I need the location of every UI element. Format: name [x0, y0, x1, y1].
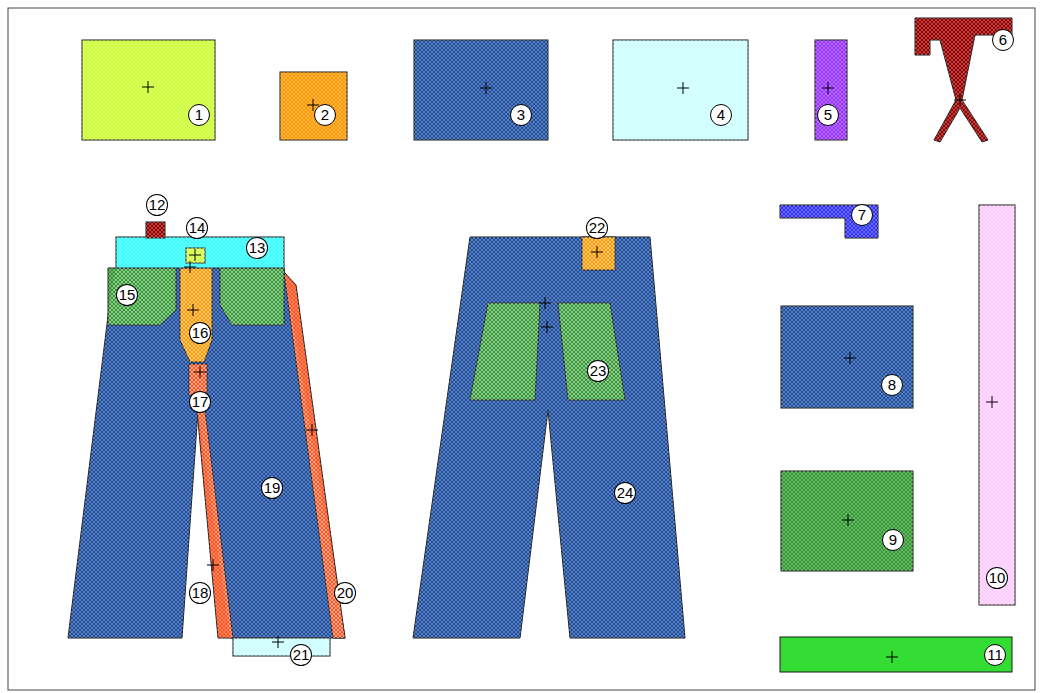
- callout-number: 6: [992, 29, 1014, 51]
- fabric-piece: [979, 205, 1015, 605]
- fabric-texture: [180, 268, 212, 362]
- callout-number: 18: [189, 582, 212, 604]
- fabric-texture: [146, 222, 165, 238]
- fly: [180, 268, 212, 362]
- label-patch: [582, 237, 615, 270]
- fabric-texture: [780, 205, 878, 238]
- fabric-texture: [582, 237, 615, 270]
- fabric-piece: [613, 40, 748, 140]
- center-mark: [194, 366, 206, 378]
- fabric-texture: [186, 248, 205, 263]
- callout-number: 22: [586, 217, 609, 239]
- fabric-texture: [781, 471, 913, 571]
- fabric-texture: [470, 303, 540, 400]
- fabric-texture: [197, 410, 233, 638]
- yoke: [108, 268, 176, 325]
- callout-number: 20: [334, 582, 357, 604]
- waistband: [116, 237, 284, 268]
- center-mark: [541, 321, 553, 333]
- center-mark: [844, 352, 856, 364]
- fabric-piece: [82, 40, 215, 140]
- callout-number: 21: [290, 644, 313, 666]
- fabric-piece: [781, 471, 913, 571]
- center-mark: [822, 82, 834, 94]
- callout-number: 4: [710, 104, 732, 126]
- fabric-texture: [280, 72, 347, 140]
- callout-number: 2: [314, 104, 336, 126]
- center-mark: [539, 297, 551, 309]
- center-mark: [986, 396, 998, 408]
- center-mark: [886, 651, 898, 663]
- fabric-texture: [284, 272, 345, 638]
- fabric-texture: [233, 638, 330, 656]
- center-mark: [142, 81, 154, 93]
- callout-number: 17: [189, 391, 212, 413]
- fabric-piece: [781, 306, 913, 408]
- fabric-texture: [613, 40, 748, 140]
- center-mark: [187, 304, 199, 316]
- fabric-texture: [413, 237, 685, 638]
- button: [146, 222, 165, 238]
- fabric-texture: [979, 205, 1015, 605]
- callout-number: 24: [614, 482, 637, 504]
- callout-number: 5: [817, 104, 839, 126]
- callout-number: 9: [882, 529, 904, 551]
- callout-number: 16: [189, 322, 212, 344]
- fabric-texture: [414, 40, 548, 140]
- callout-number: 23: [587, 360, 610, 382]
- hem-piece: [233, 638, 330, 656]
- center-mark: [272, 636, 284, 648]
- callout-number: 11: [984, 644, 1006, 666]
- center-marks: [142, 81, 998, 663]
- center-mark: [306, 424, 318, 436]
- fabric-texture: [815, 40, 847, 140]
- fabric-texture: [68, 268, 345, 638]
- fabric-texture: [781, 306, 913, 408]
- fabric-piece: [280, 72, 347, 140]
- fabric-texture: [82, 40, 215, 140]
- fabric-piece: [780, 637, 1012, 672]
- center-mark: [677, 82, 689, 94]
- callout-number: 15: [116, 284, 139, 306]
- yoke: [220, 268, 284, 325]
- frame: [8, 8, 1035, 690]
- fabric-texture: [558, 303, 625, 400]
- fabric-texture: [220, 268, 284, 325]
- callout-number: 7: [851, 204, 873, 226]
- callout-number: 14: [186, 217, 209, 239]
- front-trousers: [68, 268, 345, 638]
- callout-number: 8: [881, 374, 903, 396]
- callout-number: 19: [261, 477, 284, 499]
- center-mark: [842, 514, 854, 526]
- fabric-piece: [780, 205, 878, 238]
- center-mark: [954, 94, 966, 106]
- center-mark: [207, 559, 219, 571]
- callout-number: 10: [986, 567, 1009, 589]
- center-mark: [189, 249, 201, 261]
- back-trousers: [413, 237, 685, 638]
- fabric-piece: [815, 40, 847, 140]
- fabric-texture: [116, 237, 284, 268]
- tab: [186, 248, 205, 263]
- callout-number: 12: [146, 194, 169, 216]
- fabric-piece: [414, 40, 548, 140]
- callout-number: 1: [188, 104, 210, 126]
- center-mark: [591, 246, 603, 258]
- center-mark: [480, 82, 492, 94]
- callout-number: 13: [246, 237, 269, 259]
- center-mark: [184, 261, 196, 273]
- callout-number: 3: [510, 104, 532, 126]
- fabric-texture: [108, 268, 176, 325]
